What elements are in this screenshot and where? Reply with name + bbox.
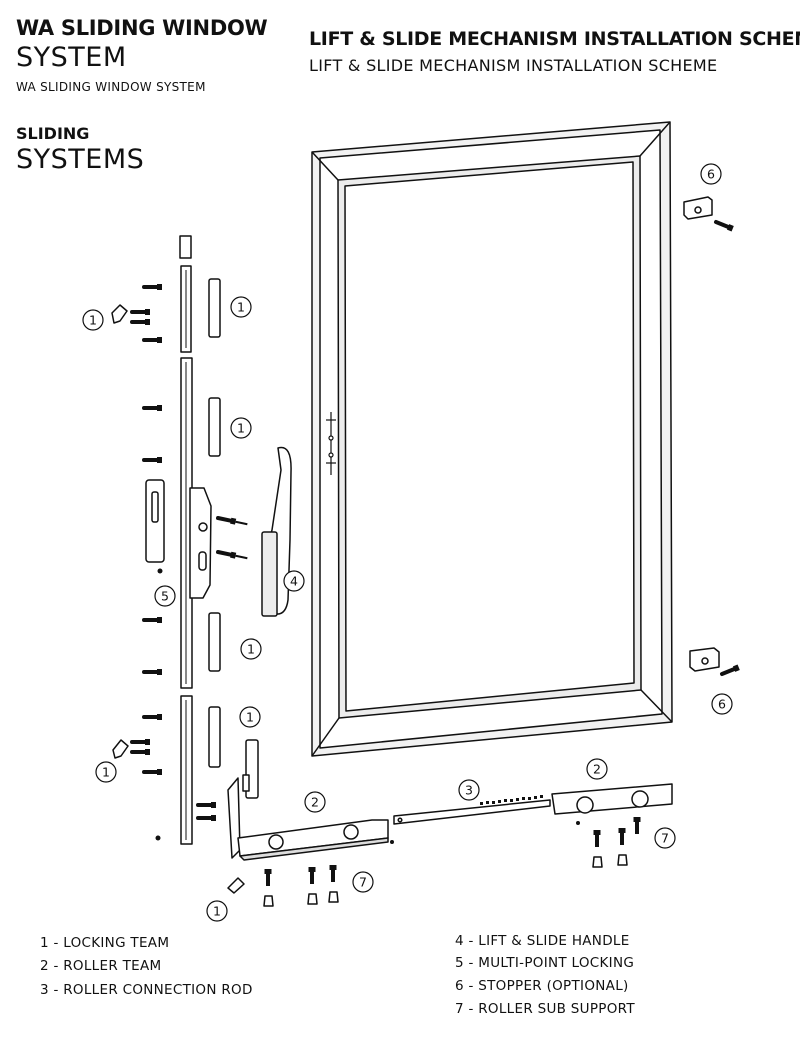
locking-team-brackets: [111, 304, 245, 894]
legend-item: 1 - LOCKING TEAM: [40, 935, 170, 951]
callout-circle: [711, 693, 733, 715]
page-subtitle: LIFT & SLIDE MECHANISM INSTALLATION SCHE…: [309, 56, 718, 75]
lift-slide-handle: [261, 446, 292, 617]
roller-team-right: [551, 783, 673, 815]
callout-number: 1: [102, 765, 110, 780]
legend-item: 7 - ROLLER SUB SUPPORT: [455, 1001, 635, 1017]
callout-number: 3: [465, 783, 473, 798]
callout-number: 2: [311, 795, 319, 810]
callout-circle: [230, 296, 252, 318]
callout-number: 4: [290, 574, 298, 589]
callout-number: 5: [161, 589, 169, 604]
stopper-bottom: [689, 647, 720, 672]
brand-title-bold: WA SLIDING WINDOW: [16, 16, 268, 40]
category-title-bold: SLIDING: [16, 124, 90, 143]
callout-number: 1: [237, 421, 245, 436]
callout-number: 6: [707, 167, 715, 182]
face-plate: [145, 479, 165, 563]
callout-number: 1: [213, 904, 221, 919]
screws: [130, 217, 742, 844]
callout-circle: [304, 791, 326, 813]
brand-subtitle: WA SLIDING WINDOW SYSTEM: [16, 80, 206, 94]
multi-point-lock-gearbox: [189, 487, 212, 599]
legend-item: 3 - ROLLER CONNECTION ROD: [40, 982, 253, 998]
rod-perforation: [480, 795, 543, 805]
stopper-top: [683, 196, 713, 220]
callout-circle: [458, 779, 480, 801]
callout-number: 1: [237, 300, 245, 315]
roller-connection-rod: [393, 799, 551, 825]
legend-item: 2 - ROLLER TEAM: [40, 958, 162, 974]
callout-number: 2: [593, 762, 601, 777]
legend-item: 5 - MULTI-POINT LOCKING: [455, 955, 635, 971]
callout-number: 6: [718, 697, 726, 712]
legend-item: 6 - STOPPER (OPTIONAL): [455, 978, 629, 994]
callout-number: 1: [246, 710, 254, 725]
sash-frame: [311, 121, 673, 757]
callout-number: 1: [247, 642, 255, 657]
callout-circle: [700, 163, 722, 185]
callout-circle: [654, 827, 676, 849]
callout-circle: [352, 871, 374, 893]
sash-keeper: [326, 412, 336, 475]
legend-item: 4 - LIFT & SLIDE HANDLE: [455, 933, 630, 949]
callout-number: 7: [661, 831, 669, 846]
callout-circle: [239, 706, 261, 728]
callout-circle: [154, 585, 176, 607]
callout-circle: [206, 900, 228, 922]
brand-title-light: SYSTEM: [16, 42, 127, 73]
callout-number: 1: [89, 313, 97, 328]
callout-circle: [240, 638, 262, 660]
callout-circle: [230, 417, 252, 439]
callout-number: 7: [359, 875, 367, 890]
page-title: LIFT & SLIDE MECHANISM INSTALLATION SCHE…: [309, 28, 800, 50]
roller-sub-supports: [263, 854, 628, 907]
roller-team-left: [237, 819, 389, 861]
category-title-light: SYSTEMS: [16, 144, 145, 175]
callout-circle: [586, 758, 608, 780]
callout-circle: [95, 761, 117, 783]
callout-circle: [283, 570, 305, 592]
callout-circle: [82, 309, 104, 331]
